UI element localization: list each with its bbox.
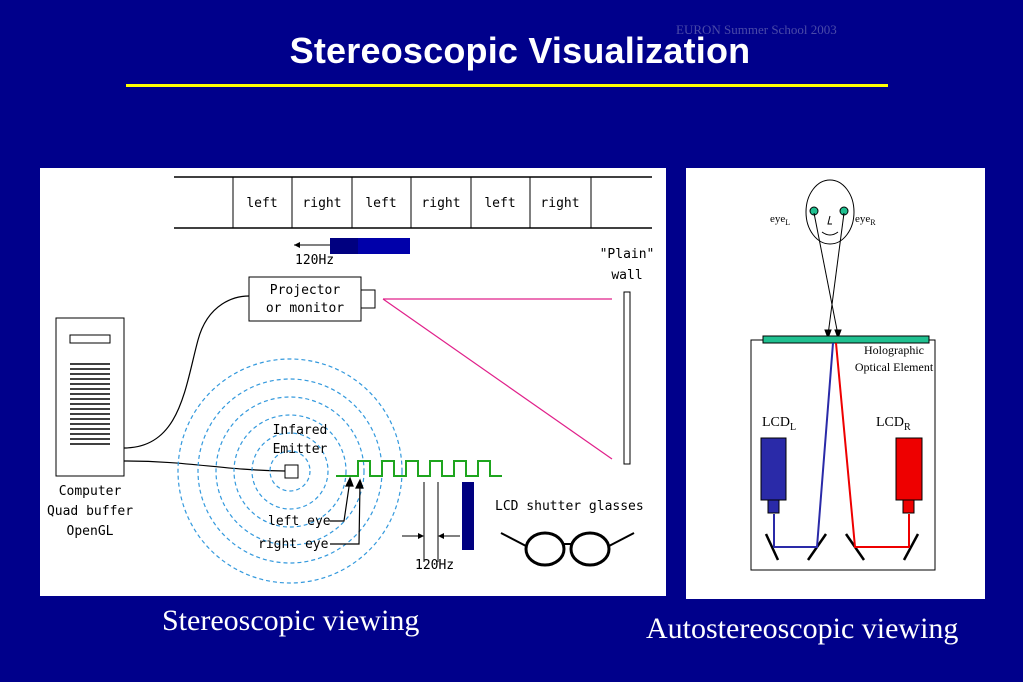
lcd-right	[895, 437, 923, 514]
auto-diagram: eyeL eyeR Holographic Optical Element	[750, 179, 936, 571]
projection-beam	[382, 298, 613, 460]
light-path-right	[835, 342, 910, 548]
computer-label: Quad buffer	[47, 504, 133, 519]
header-note: EURON Summer School 2003	[676, 22, 837, 37]
stereoscopic-caption: Stereoscopic viewing	[162, 604, 420, 637]
frequency-label-bottom: 120Hz	[415, 558, 454, 573]
monitor-cable	[123, 295, 250, 449]
autostereoscopic-caption: Autostereoscopic viewing	[646, 612, 959, 645]
emitter-label: Infared	[273, 423, 328, 438]
frequency-marker-bottom: 120Hz	[402, 482, 474, 573]
right-eye-label: right eye	[258, 537, 329, 552]
computer-label: OpenGL	[67, 524, 114, 539]
frame-label: right	[540, 196, 579, 211]
shutter-signal-wave	[336, 460, 502, 477]
holographic-optical-element	[762, 335, 930, 344]
frequency-marker-top: 120Hz	[294, 238, 410, 268]
eye-pointers	[330, 476, 364, 545]
frame-label: left	[365, 196, 396, 211]
emitter-cable	[123, 460, 286, 472]
eye-left-label: eyeL	[770, 213, 790, 227]
infrared-emitter: Infared Emitter	[273, 423, 328, 479]
hoe-label: Holographic	[864, 343, 924, 357]
lcd-left	[760, 437, 787, 514]
projector-label: Projector	[270, 283, 341, 298]
frame-label: left	[484, 196, 515, 211]
projector: Projector or monitor	[248, 276, 376, 322]
viewer-face	[805, 179, 855, 245]
title-rule	[126, 84, 888, 87]
auto-diagram-panel: eyeL eyeR Holographic Optical Element	[686, 168, 985, 599]
stereo-diagram-panel: left right left right left right 120Hz	[40, 168, 666, 596]
wall-label: "Plain"	[600, 247, 655, 262]
frame-label: left	[246, 196, 277, 211]
lcd-right-label: LCDR	[876, 415, 911, 433]
shutter-glasses: LCD shutter glasses	[495, 499, 644, 567]
computer: Computer Quad buffer OpenGL	[47, 317, 133, 539]
light-path-left	[773, 342, 834, 548]
hoe-label: Optical Element	[855, 360, 934, 374]
frame-label: right	[302, 196, 341, 211]
frame-strip: left right left right left right	[174, 176, 652, 229]
wall-label: wall	[611, 268, 642, 283]
emitter-label: Emitter	[273, 442, 328, 457]
computer-label: Computer	[59, 484, 122, 499]
left-eye-label: left eye	[268, 514, 331, 529]
frequency-label-top: 120Hz	[295, 253, 334, 268]
projector-label: or monitor	[266, 301, 344, 316]
glasses-label: LCD shutter glasses	[495, 499, 644, 514]
eye-right-label: eyeR	[855, 213, 876, 227]
lcd-left-label: LCDL	[762, 415, 796, 433]
sight-lines	[813, 212, 845, 340]
plain-wall: "Plain" wall	[600, 247, 655, 465]
slide-title: Stereoscopic Visualization	[289, 30, 751, 71]
frame-label: right	[421, 196, 460, 211]
stereo-diagram: left right left right left right 120Hz	[47, 176, 655, 584]
